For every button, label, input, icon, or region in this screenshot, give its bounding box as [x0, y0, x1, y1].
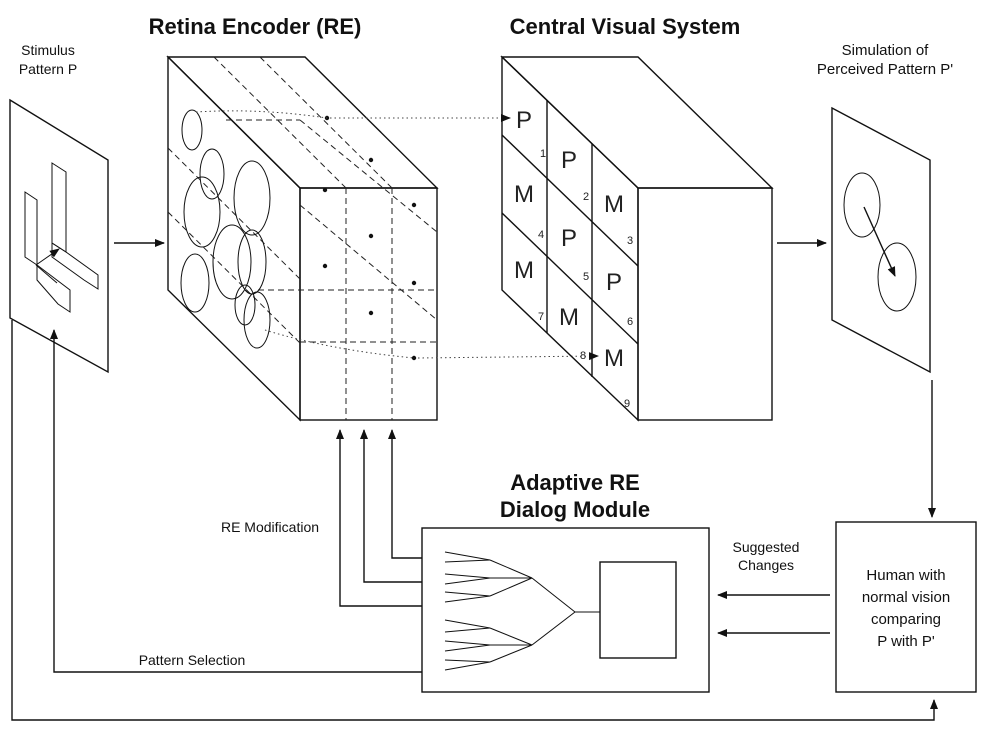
stimulus-pattern-panel — [9, 98, 109, 374]
adaptive-title-line2: Dialog Module — [500, 497, 650, 522]
arrow-stimulus-to-human — [11, 320, 938, 721]
cell-7-num: 7 — [538, 311, 544, 323]
adaptive-title-line1: Adaptive RE — [510, 470, 640, 495]
cell-9-num: 9 — [624, 398, 630, 410]
re-modification-label: RE Modification — [221, 519, 319, 535]
cell-9-letter: M — [604, 345, 624, 372]
cell-3-num: 3 — [627, 235, 633, 247]
cell-5-num: 5 — [583, 271, 589, 283]
human-line3: comparing — [871, 611, 941, 628]
cell-6-num: 6 — [627, 316, 633, 328]
cell-3-letter: M — [604, 191, 624, 218]
cell-8-letter: M — [559, 304, 579, 331]
suggested-changes-line2: Changes — [738, 557, 794, 573]
stimulus-title-line2: Pattern P — [19, 61, 77, 77]
human-line2: normal vision — [862, 589, 950, 606]
re-modification-arrows — [336, 429, 422, 607]
pattern-selection-label: Pattern Selection — [139, 652, 246, 668]
simulation-title-line1: Simulation of — [842, 42, 930, 59]
cell-4-num: 4 — [538, 229, 544, 241]
cell-6-letter: P — [606, 269, 622, 296]
cell-2-letter: P — [561, 147, 577, 174]
cell-4-letter: M — [514, 181, 534, 208]
simulation-panel — [831, 106, 931, 374]
cell-1-num: 1 — [540, 148, 546, 160]
cell-1-letter: P — [516, 107, 532, 134]
cell-8-num: 8 — [580, 350, 586, 362]
cvs-grid: P 1 P 2 M 3 M 4 P 5 P 6 M 7 M 8 M 9 — [514, 107, 633, 410]
retina-encoder-title: Retina Encoder (RE) — [149, 14, 362, 39]
cell-7-letter: M — [514, 257, 534, 284]
central-visual-system-box — [500, 55, 774, 422]
cell-5-letter: P — [561, 225, 577, 252]
stimulus-title-line1: Stimulus — [21, 42, 75, 58]
map-arrow-9 — [417, 352, 599, 361]
cell-2-num: 2 — [583, 191, 589, 203]
simulation-title-line2: Perceived Pattern P' — [817, 61, 953, 78]
suggested-changes-line1: Suggested — [733, 539, 800, 555]
dialog-module-box — [421, 527, 710, 693]
human-line4: P with P' — [877, 633, 935, 650]
human-line1: Human with — [866, 567, 945, 584]
human-comparison-box — [835, 521, 977, 693]
central-visual-system-title: Central Visual System — [510, 14, 741, 39]
pattern-selection-arrow — [50, 329, 422, 673]
retina-encoder-box — [166, 55, 439, 422]
